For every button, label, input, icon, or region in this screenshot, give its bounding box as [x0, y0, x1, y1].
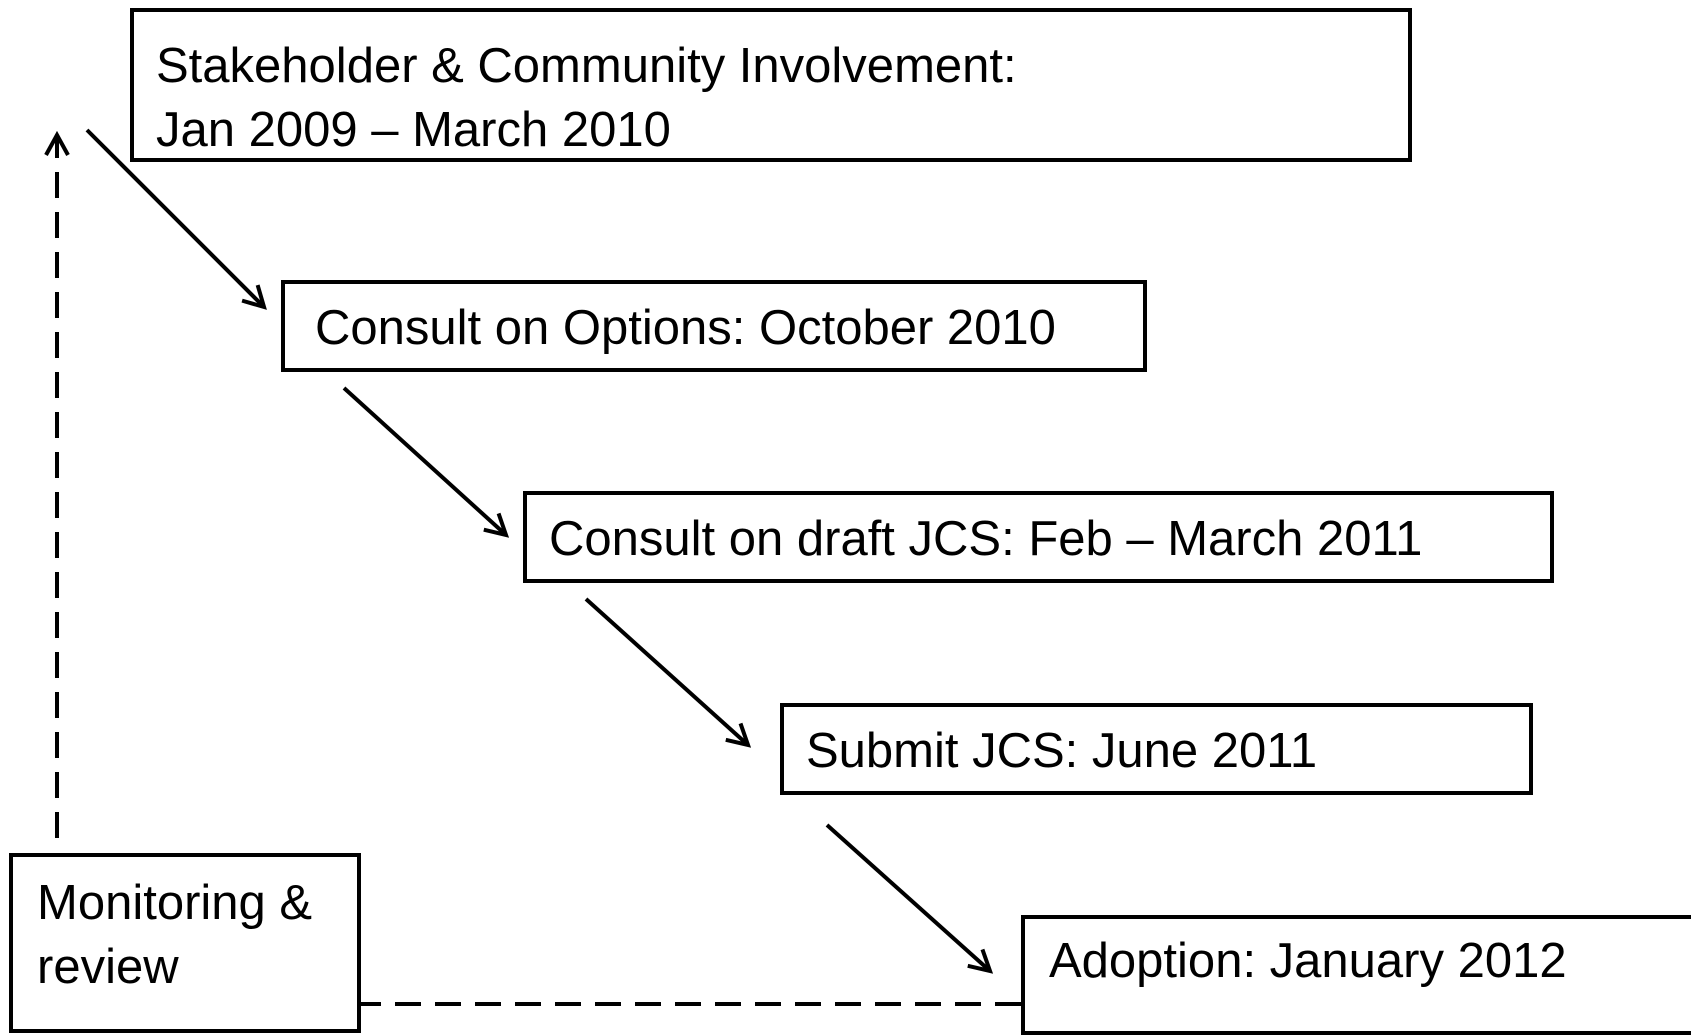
stakeholder-involvement-box: Stakeholder & Community Involvement: Jan… [130, 8, 1412, 162]
arrow-stakeholder-to-options [85, 128, 264, 307]
consult-draft-label: Consult on draft JCS: Feb – March 2011 [549, 512, 1423, 566]
stakeholder-title: Stakeholder & Community Involvement: [156, 39, 1017, 93]
monitoring-line2: review [37, 940, 179, 994]
consult-draft-box: Consult on draft JCS: Feb – March 2011 [523, 491, 1554, 583]
submit-jcs-label: Submit JCS: June 2011 [806, 724, 1318, 778]
arrow-submit-to-adoption [825, 823, 990, 971]
submit-jcs-box: Submit JCS: June 2011 [780, 703, 1533, 795]
monitoring-line1: Monitoring & [37, 876, 313, 930]
arrow-draft-to-submit [584, 597, 748, 745]
consult-options-box: Consult on Options: October 2010 [281, 280, 1147, 372]
adoption-label: Adoption: January 2012 [1049, 934, 1567, 988]
arrow-options-to-draft [342, 386, 506, 535]
monitoring-review-box: Monitoring & review [9, 853, 361, 1033]
stakeholder-dates: Jan 2009 – March 2010 [156, 103, 671, 157]
consult-options-label: Consult on Options: October 2010 [315, 301, 1056, 355]
adoption-box: Adoption: January 2012 [1021, 915, 1691, 1035]
